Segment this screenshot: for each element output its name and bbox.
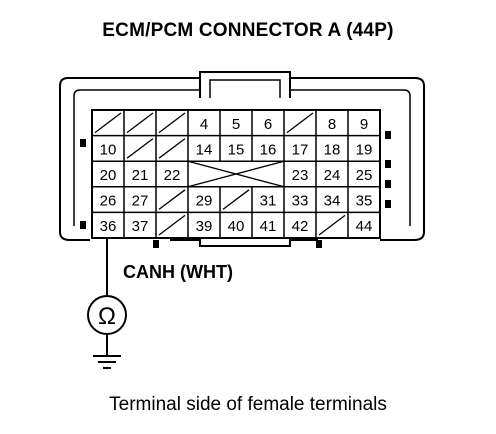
terminal-label: 42 [292,218,309,235]
terminal-label: 31 [260,193,277,210]
terminal-label: 16 [260,141,277,158]
terminal-label: 10 [100,141,117,158]
terminal-label: 33 [292,193,309,210]
empty-cavity-slash [158,189,186,210]
terminal-label: 22 [164,167,181,184]
terminal-grid: 4 5 6 8 9 10 14 15 16 17 18 19 20 21 22 23 24 25 26 27 29 31 3… [91,109,381,239]
terminal-label: 17 [292,141,309,158]
terminal-label: 15 [228,141,245,158]
terminal-label: 18 [324,141,341,158]
terminal-label: 40 [228,218,245,235]
terminal-label: 39 [196,218,213,235]
terminal-label: 41 [260,218,277,235]
terminal-label: 24 [324,167,341,184]
empty-cavity-slash [126,138,154,159]
terminal-label: 6 [264,116,272,133]
empty-cavity-slash [126,112,154,134]
diagram-caption: Terminal side of female terminals [109,394,387,415]
svg-text:Ω: Ω [98,303,116,330]
grid-outline [91,109,381,239]
terminal-label: 29 [196,193,213,210]
terminal-label: 35 [356,193,373,210]
empty-cavity-slash [318,214,346,236]
blocked-cavity-cross [187,160,285,188]
empty-cavity-slash [158,138,186,159]
ohmmeter-icon: Ω [87,295,127,335]
diagram-title: ECM/PCM CONNECTOR A (44P) [102,20,394,41]
empty-cavity-slash [94,112,122,134]
terminal-label: 21 [132,167,149,184]
terminal-label: 34 [324,193,341,210]
empty-cavity-slash [222,189,250,210]
terminal-label: 8 [328,116,336,133]
wire-label: CANH (WHT) [123,262,233,282]
terminal-label: 19 [356,141,373,158]
terminal-label: 25 [356,167,373,184]
terminal-label: 4 [200,116,208,133]
connector-housing [59,71,425,247]
empty-cavity-slash [158,214,186,236]
terminal-label: 20 [100,167,117,184]
empty-cavity-slash [158,112,186,134]
terminal-label: 26 [100,193,117,210]
terminal-label: 44 [356,218,373,235]
terminal-label: 37 [132,218,149,235]
terminal-label: 23 [292,167,309,184]
terminal-label: 27 [132,193,149,210]
empty-cavity-slash [286,112,314,134]
terminal-label: 14 [196,141,213,158]
housing-pegs [80,131,391,248]
terminal-label: 9 [360,116,368,133]
terminal-label: 36 [100,218,117,235]
ground-icon [93,355,121,369]
terminal-label: 5 [232,116,240,133]
